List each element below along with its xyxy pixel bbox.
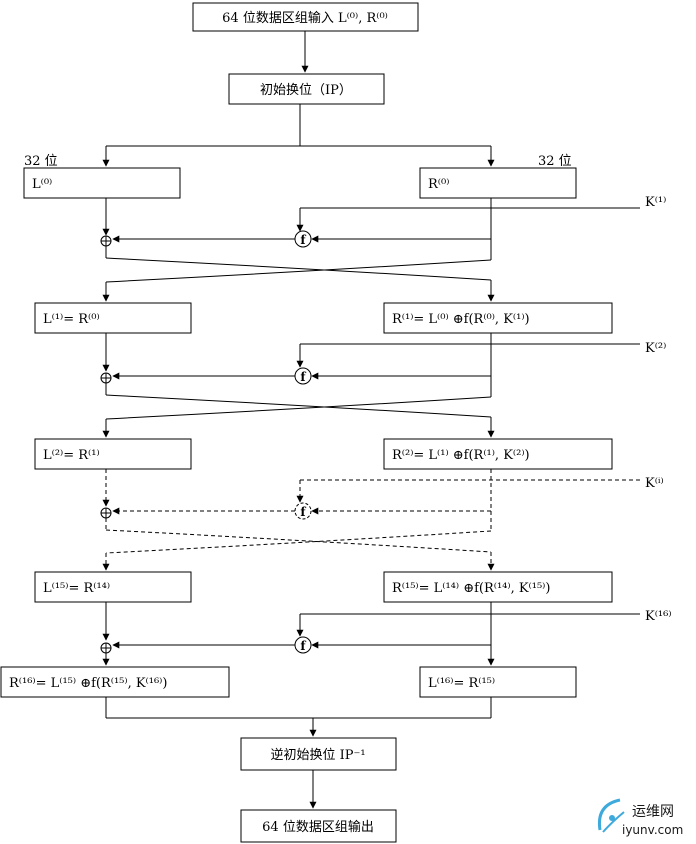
xor-icon-2: [100, 372, 112, 384]
R2-box: [383, 438, 613, 470]
K16-label: K⁽¹⁶⁾: [645, 609, 672, 624]
L0-label: L⁽⁰⁾: [32, 177, 52, 192]
K2-label: K⁽²⁾: [645, 341, 666, 356]
output-box: [240, 809, 397, 843]
xor-icon-i: [100, 507, 112, 519]
input-label: 64 位数据区组输入 L⁽⁰⁾, R⁽⁰⁾: [222, 10, 388, 26]
L1-label: L⁽¹⁾= R⁽⁰⁾: [43, 312, 100, 327]
L1-box: [34, 302, 192, 334]
L16-label: L⁽¹⁶⁾= R⁽¹⁵⁾: [428, 676, 495, 691]
watermark-brand: 运维网: [632, 804, 674, 820]
L2-box: [34, 438, 192, 470]
f-label-i: f: [300, 505, 306, 519]
R1-box: [383, 302, 613, 334]
f-function-i: [294, 502, 312, 520]
L15-label: L⁽¹⁵⁾= R⁽¹⁴⁾: [43, 581, 110, 596]
R2-label: R⁽²⁾= L⁽¹⁾ ⊕f(R⁽¹⁾, K⁽²⁾): [392, 448, 530, 463]
L0-box: [23, 167, 181, 199]
f-label-1: f: [300, 233, 306, 247]
output-label: 64 位数据区组输出: [262, 819, 374, 835]
ip-inverse-box: [240, 737, 397, 771]
ip-label: 初始换位（IP）: [260, 83, 352, 98]
R0-label: R⁽⁰⁾: [428, 177, 449, 192]
L16-box: [419, 666, 577, 698]
right-width-label: 32 位: [538, 154, 572, 169]
watermark-logo: 运维网 iyunv.com: [597, 798, 683, 837]
R15-label: R⁽¹⁵⁾= L⁽¹⁴⁾ ⊕f(R⁽¹⁴⁾, K⁽¹⁵⁾): [392, 581, 550, 596]
R0-box: [419, 167, 577, 199]
Ki-label: K⁽ⁱ⁾: [645, 476, 664, 491]
R16-label: R⁽¹⁶⁾= L⁽¹⁵⁾ ⊕f(R⁽¹⁵⁾, K⁽¹⁶⁾): [9, 676, 167, 691]
L15-box: [34, 571, 192, 603]
R1-label: R⁽¹⁾= L⁽⁰⁾ ⊕f(R⁽⁰⁾, K⁽¹⁾): [392, 312, 530, 327]
L2-label: L⁽²⁾= R⁽¹⁾: [43, 448, 100, 463]
R16-box: [0, 666, 230, 698]
xor-icon-16: [100, 642, 112, 654]
ip-inverse-label: 逆初始换位 IP⁻¹: [270, 747, 365, 763]
f-label-2: f: [300, 370, 306, 384]
watermark-url: iyunv.com: [622, 823, 683, 837]
xor-icon-1: [100, 235, 112, 247]
K1-label: K⁽¹⁾: [645, 195, 666, 210]
ip-box: [228, 73, 385, 105]
R15-box: [383, 571, 613, 603]
left-width-label: 32 位: [24, 154, 58, 169]
input-box: [192, 2, 419, 32]
f-label-16: f: [300, 639, 306, 653]
